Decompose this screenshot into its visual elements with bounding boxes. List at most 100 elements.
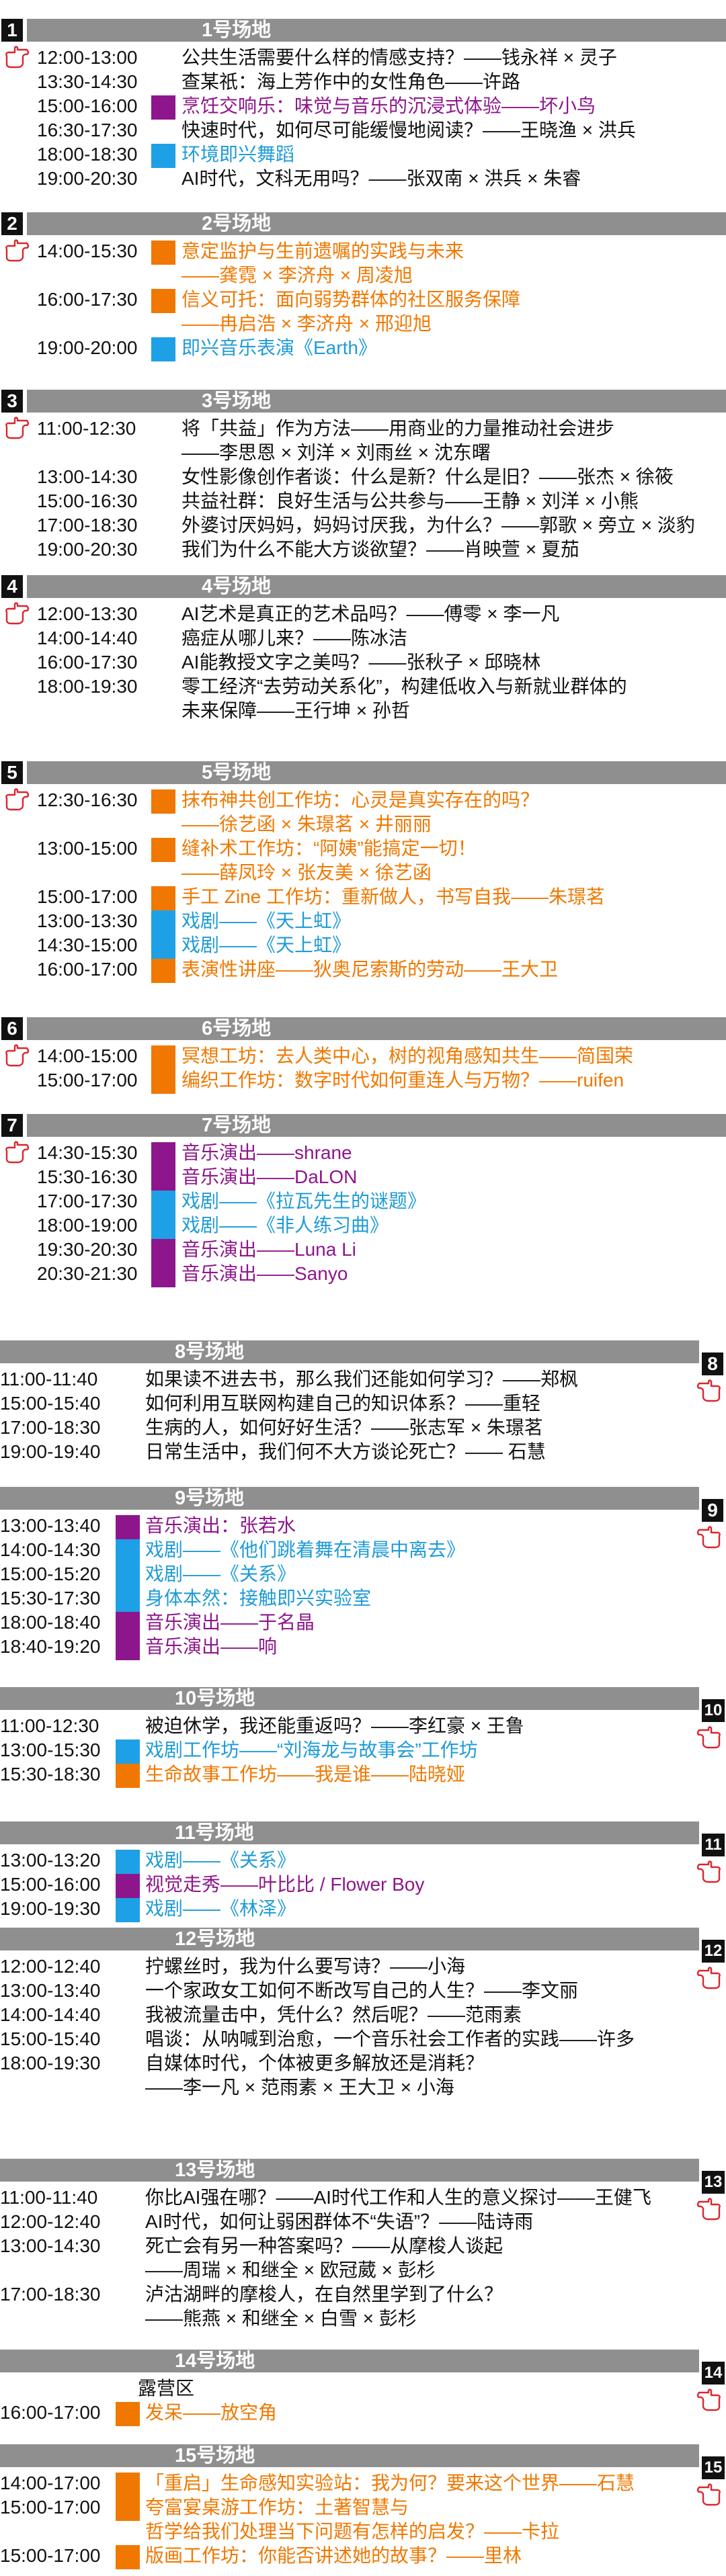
session-time: 15:00-16:00 — [37, 95, 138, 116]
session-title: ——周瑞 × 和继全 × 欧冠葳 × 彭杉 — [145, 2260, 436, 2280]
category-marker — [116, 2545, 140, 2569]
session-time: 12:00-12:40 — [0, 2211, 101, 2232]
session-title: 将「共益」作为方法——用商业的力量推动社会进步 — [182, 418, 615, 439]
session-title: 一个家政女工如何不断改写自己的人生？——李文丽 — [145, 1980, 579, 2001]
venue-number: 1 — [1, 19, 23, 42]
session-time: 14:30-15:30 — [37, 1142, 138, 1163]
session-time: 13:00-15:30 — [0, 1740, 101, 1760]
category-marker — [116, 1539, 140, 1563]
pointing-hand-icon — [696, 2198, 721, 2221]
session-title: 意定监护与生前遗嘱的实践与未来 — [182, 241, 465, 261]
session-time: 16:00-17:00 — [0, 2402, 101, 2423]
pointing-hand-icon — [696, 1860, 721, 1883]
session-title: 拧螺丝时，我为什么要写诗？——小海 — [145, 1956, 466, 1977]
session-title: 「重启」生命感知实验站：我为何？要来这个世界——石慧 — [145, 2473, 635, 2493]
session-time: 12:00-13:00 — [37, 47, 138, 68]
category-marker — [151, 1215, 175, 1239]
session-title: ——龚霓 × 李济舟 × 周凌旭 — [182, 265, 413, 286]
session-time: 18:00-19:30 — [37, 676, 138, 697]
session-time: 13:00-14:30 — [37, 466, 138, 487]
session-time: 13:00-13:20 — [0, 1850, 101, 1871]
session-title: 视觉走秀——叶比比 / Flower Boy — [145, 1874, 425, 1895]
category-marker — [151, 935, 175, 959]
venue-number: 14 — [702, 2362, 725, 2385]
pointing-hand-icon — [696, 1526, 721, 1549]
category-marker — [151, 1045, 175, 1070]
session-title: 音乐演出——响 — [145, 1636, 278, 1657]
venue-header: 15号场地 — [0, 2444, 699, 2467]
session-time: 14:00-15:00 — [37, 1045, 138, 1066]
venue-name: 13号场地 — [175, 2159, 255, 2181]
session-title: 音乐演出——Luna Li — [182, 1239, 356, 1260]
session-time: 13:00-14:30 — [0, 2235, 101, 2256]
category-marker — [116, 2402, 140, 2426]
session-title: 查某祇：海上芳作中的女性角色——许路 — [182, 71, 521, 92]
session-title: 被迫休学，我还能重返吗？——李红豪 × 王鲁 — [145, 1715, 524, 1736]
venue-number: 10 — [702, 1699, 725, 1722]
session-row: 12:00-12:40 拧螺丝时，我为什么要写诗？——小海 — [0, 1955, 726, 1979]
category-marker — [116, 1764, 140, 1788]
session-title: 哲学给我们处理当下问题有怎样的启发？——卡拉 — [145, 2521, 560, 2542]
session-time: 15:00-17:00 — [37, 886, 138, 907]
session-title: 唱谈：从呐喊到治愈，一个音乐社会工作者的实践——许多 — [145, 2028, 635, 2049]
session-title: 共益社群：良好生活与公共参与——王静 × 刘洋 × 小熊 — [182, 490, 639, 511]
venue-name: 6号场地 — [202, 1018, 272, 1039]
session-title: 烹饪交响乐：味觉与音乐的沉浸式体验——坏小鸟 — [182, 95, 596, 116]
venue-number: 11 — [702, 1834, 725, 1856]
venue-header: 2号场地 — [27, 212, 726, 235]
venue-header: 13号场地 — [0, 2159, 699, 2182]
venue-name: 2号场地 — [202, 213, 272, 234]
venue-number: 2 — [1, 212, 23, 235]
session-title: 音乐演出——shrane — [182, 1142, 352, 1163]
session-time: 16:30-17:30 — [37, 120, 138, 140]
pointing-hand-icon — [696, 1726, 721, 1749]
venue-number: 9 — [702, 1499, 723, 1522]
venue-header: 6号场地 — [27, 1017, 726, 1040]
session-time: 14:00-15:30 — [37, 241, 138, 261]
venue-name: 9号场地 — [175, 1488, 245, 1509]
session-time: 18:00-18:30 — [37, 144, 138, 165]
pointing-hand-icon — [696, 2483, 721, 2506]
session-title: 快速时代，如何尽可能缓慢地阅读？——王晓渔 × 洪兵 — [182, 120, 636, 140]
venue-header: 4号场地 — [27, 575, 726, 598]
pointing-hand-icon — [696, 2389, 721, 2411]
session-time: 14:00-17:00 — [0, 2473, 101, 2493]
session-title: AI时代，如何让弱困群体不“失语”？——陆诗雨 — [145, 2211, 534, 2232]
session-time: 19:00-20:00 — [37, 337, 138, 358]
category-marker — [151, 1239, 175, 1263]
session-title: 死亡会有另一种答案吗？——从摩梭人谈起 — [145, 2235, 503, 2256]
session-title: 戏剧——《天上虹》 — [182, 935, 352, 955]
venue-header: 9号场地 — [0, 1487, 699, 1510]
venue-number: 5 — [1, 761, 23, 784]
session-title: 如何利用互联网构建自己的知识体系？——重轻 — [145, 1393, 541, 1414]
session-title: 女性影像创作者谈：什么是新？什么是旧？——张杰 × 徐筱 — [182, 466, 674, 487]
session-time: 14:00-14:40 — [37, 628, 138, 648]
category-marker — [151, 144, 175, 168]
venue-number: 7 — [1, 1114, 23, 1137]
session-title: 表演性讲座——狄奥尼索斯的劳动——王大卫 — [182, 959, 559, 980]
session-title: 戏剧——《拉瓦先生的谜题》 — [182, 1191, 427, 1211]
session-row: 14:30-15:30 音乐演出——shrane — [0, 1141, 726, 1166]
session-time: 12:00-12:40 — [0, 1956, 101, 1977]
category-marker — [151, 1142, 175, 1166]
venue-name: 8号场地 — [175, 1341, 245, 1363]
session-title: 公共生活需要什么样的情感支持？——钱永祥 × 灵子 — [182, 47, 617, 68]
session-time: 15:00-15:40 — [0, 1393, 101, 1414]
session-time: 16:00-17:30 — [37, 289, 138, 310]
venue-name: 4号场地 — [202, 576, 272, 597]
venue-name: 5号场地 — [202, 762, 272, 783]
